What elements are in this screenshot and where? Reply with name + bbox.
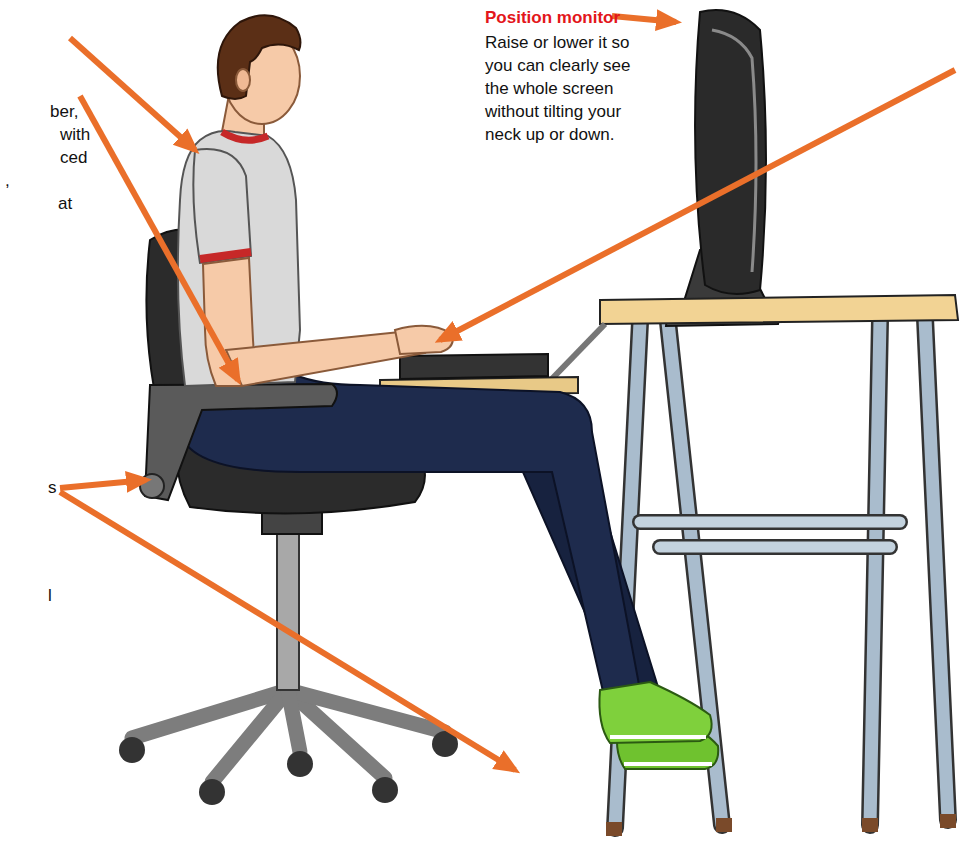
text-fragment: ced (60, 146, 92, 169)
person-ear (236, 69, 250, 91)
chair-base (212, 690, 288, 782)
desk-top (600, 295, 958, 324)
desk-leg (925, 318, 948, 820)
desk-foot (606, 822, 622, 836)
text-fragment: ber, (50, 100, 83, 123)
leader-arrow (80, 96, 238, 380)
callout-heading: Position monitor (485, 6, 620, 29)
desk-leg (870, 320, 880, 825)
chair-armrest (145, 384, 337, 500)
shoe (599, 682, 711, 743)
monitor-edge (712, 30, 756, 272)
leader-arrow (60, 492, 515, 770)
desk-crossbar (640, 514, 900, 530)
chair-wheel (199, 779, 225, 805)
chair-wheel (372, 777, 398, 803)
shoe-sole (610, 735, 706, 739)
leader-arrow (612, 16, 676, 22)
callout-text: Raise or lower it so you can clearly see… (485, 31, 655, 146)
person-hair (218, 15, 301, 99)
cropped-text: ber, with ced , at (0, 0, 120, 140)
text-fragment: , (5, 169, 14, 192)
cropped-text: l (48, 584, 52, 607)
cropped-text: s (48, 476, 57, 499)
desk-foot (862, 818, 878, 832)
shirt-collar (222, 132, 268, 140)
monitor-screen (695, 10, 766, 294)
desk-foot (716, 818, 732, 832)
chair-wheel (287, 751, 313, 777)
desk-leg (870, 320, 880, 825)
chair-base (288, 690, 300, 752)
chair-wheel (119, 737, 145, 763)
text-fragment: at (58, 192, 72, 215)
desk-leg (925, 318, 948, 820)
desk-crossbar (660, 542, 890, 553)
shirt-sleeve (193, 149, 251, 263)
leader-arrow (60, 480, 146, 488)
person-jeans (180, 375, 640, 700)
desk-crossbar (640, 517, 900, 528)
desk-foot (940, 814, 956, 828)
desk-crossbar (660, 539, 890, 555)
text-fragment: with (60, 123, 95, 146)
shoe-sole (624, 762, 712, 766)
person-forearm (226, 332, 425, 386)
chair-cylinder (277, 530, 299, 690)
keyboard (400, 354, 548, 379)
